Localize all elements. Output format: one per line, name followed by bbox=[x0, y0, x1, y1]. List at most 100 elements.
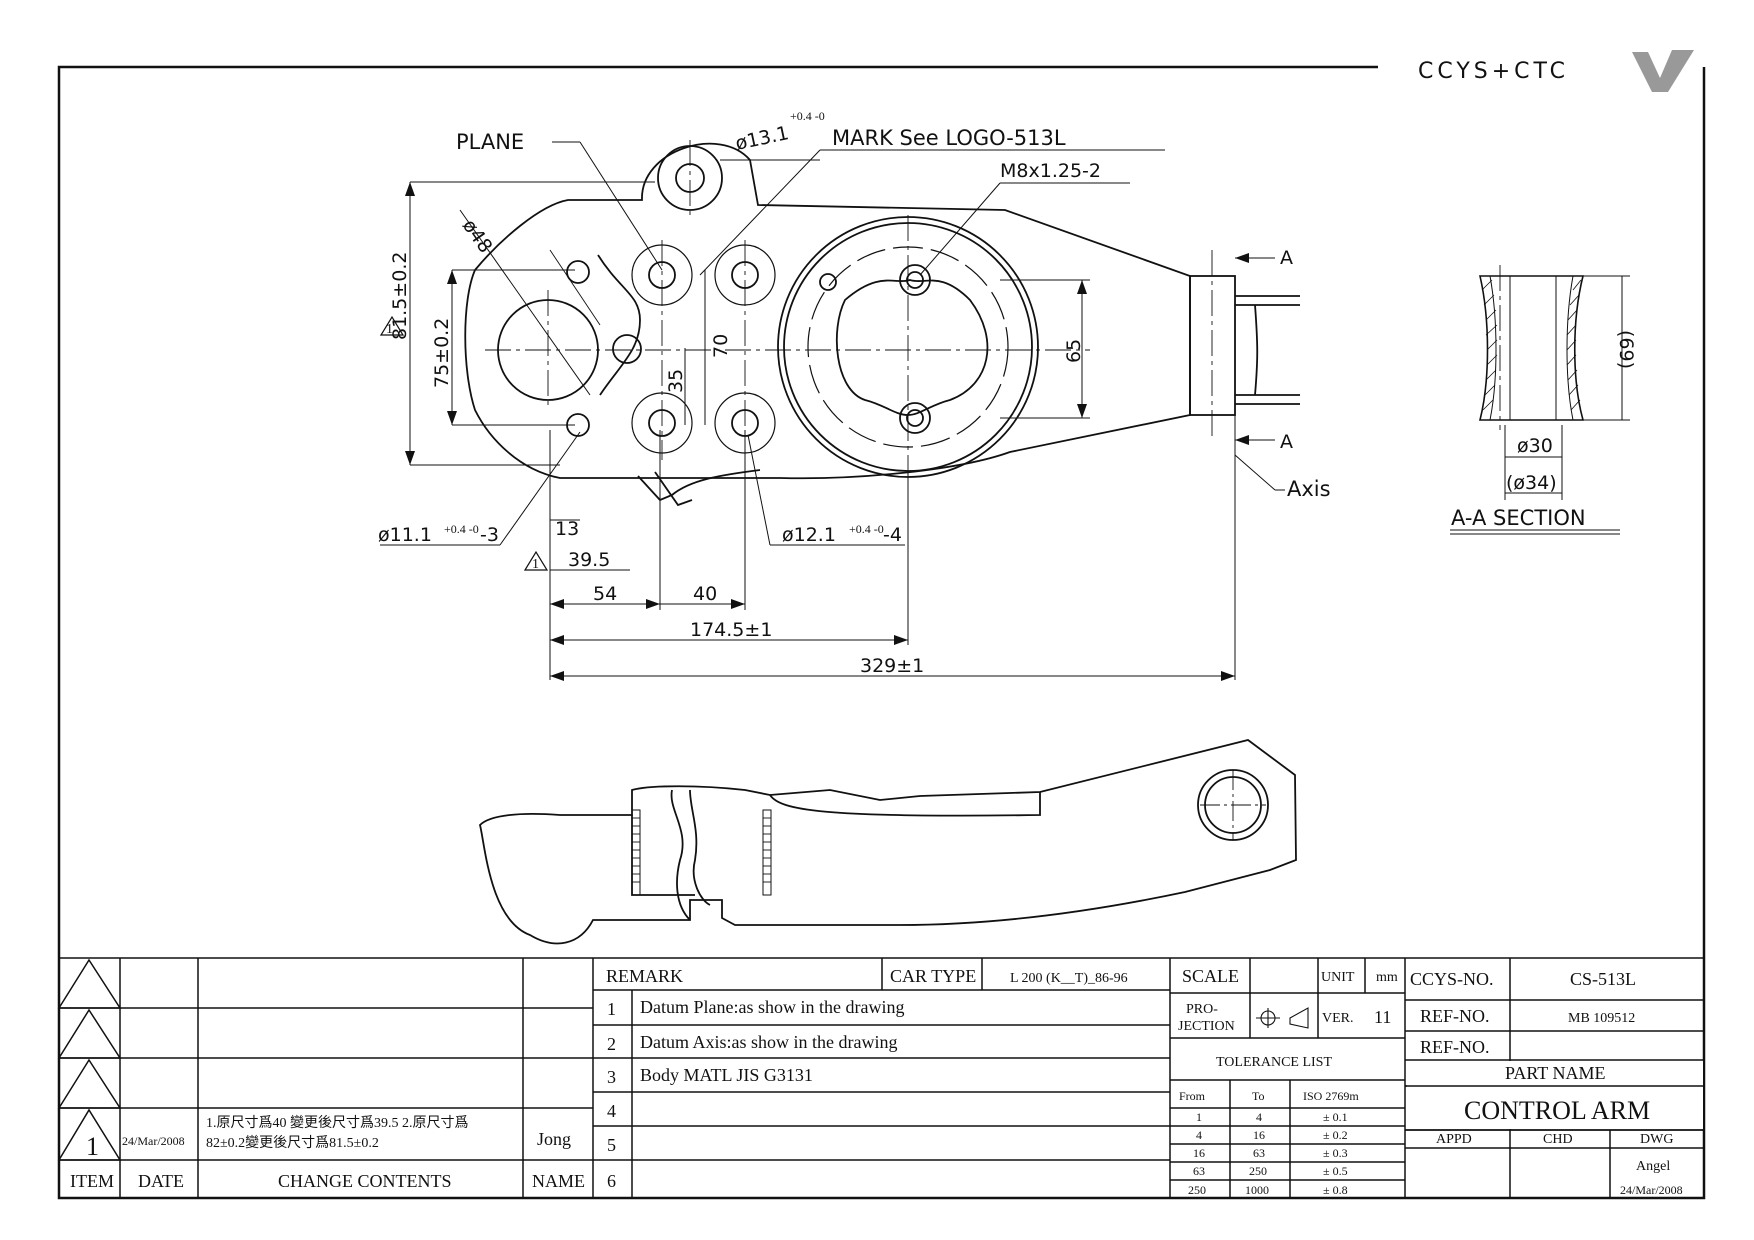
revision-item: 1 bbox=[86, 1132, 99, 1161]
tolerance-to: 16 bbox=[1253, 1128, 1265, 1142]
revision-change-line2: 82±0.2變更後尺寸爲81.5±0.2 bbox=[206, 1135, 379, 1151]
dimension-arrows bbox=[405, 182, 1249, 681]
axis-label: Axis bbox=[1287, 477, 1331, 501]
dwg-label: DWG bbox=[1640, 1132, 1673, 1147]
chd-label: CHD bbox=[1543, 1132, 1573, 1147]
header-item: ITEM bbox=[70, 1171, 114, 1191]
dimension-34: (ø34) bbox=[1506, 472, 1557, 494]
tolerance-from: 4 bbox=[1196, 1128, 1202, 1142]
tolerance-title: TOLERANCE LIST bbox=[1216, 1055, 1332, 1070]
dimension-35: 35 bbox=[665, 369, 687, 393]
tolerance-header-from: From bbox=[1179, 1089, 1206, 1103]
car-type-value: L 200 (K__T)_86-96 bbox=[1010, 971, 1128, 986]
remark-number: 1 bbox=[607, 999, 616, 1019]
revision-mark-2: 1 bbox=[532, 557, 539, 572]
section-mark-bottom: A bbox=[1280, 431, 1293, 453]
top-view-labels: PLANE MARK See LOGO-513L ø13.1 +0.4 -0 M… bbox=[378, 109, 1331, 677]
tolerance-to: 63 bbox=[1253, 1146, 1265, 1160]
dimension-39-5: 39.5 bbox=[568, 549, 610, 571]
thread-label: M8x1.25-2 bbox=[1000, 160, 1101, 182]
remark-header: REMARK bbox=[606, 966, 683, 986]
tolerance-value: ± 0.3 bbox=[1323, 1146, 1348, 1160]
remark-number: 3 bbox=[607, 1067, 616, 1087]
hole-12-quantity: -4 bbox=[883, 524, 902, 546]
tolerance-from: 250 bbox=[1188, 1183, 1206, 1197]
mark-label: MARK See LOGO-513L bbox=[832, 126, 1066, 150]
logo-text: CCYS+CTC bbox=[1418, 59, 1569, 84]
header-name: NAME bbox=[532, 1171, 585, 1191]
logo-mark-icon bbox=[1632, 50, 1694, 92]
projection-label-1: PRO- bbox=[1186, 1002, 1218, 1017]
tolerance-value: ± 0.5 bbox=[1323, 1164, 1348, 1178]
weld-beads bbox=[632, 817, 771, 883]
remark-number: 2 bbox=[607, 1034, 616, 1054]
tolerance-from: 16 bbox=[1193, 1146, 1205, 1160]
tolerance-value: ± 0.1 bbox=[1323, 1110, 1348, 1124]
dimension-174-5: 174.5±1 bbox=[690, 619, 772, 641]
tolerance-to: 4 bbox=[1256, 1110, 1262, 1124]
dimension-329: 329±1 bbox=[860, 655, 924, 677]
remark-number: 4 bbox=[607, 1101, 616, 1121]
section-mark-top: A bbox=[1280, 247, 1293, 269]
remark-text: Datum Axis:as show in the drawing bbox=[640, 1032, 897, 1052]
dimension-40: 40 bbox=[693, 583, 717, 605]
unit-value: mm bbox=[1376, 970, 1398, 985]
dimension-70: 70 bbox=[710, 334, 732, 358]
ref-no2-label: REF-NO. bbox=[1420, 1037, 1490, 1057]
header-date: DATE bbox=[138, 1171, 184, 1191]
company-logo: CCYS+CTC bbox=[1418, 50, 1694, 92]
dimension-13: 13 bbox=[555, 518, 579, 540]
remarks-table: REMARK CAR TYPE L 200 (K__T)_86-96 1 Dat… bbox=[606, 966, 1128, 1191]
tolerance-from: 1 bbox=[1196, 1110, 1202, 1124]
revision-name: Jong bbox=[537, 1129, 571, 1149]
hole-11-tolerance: +0.4 -0 bbox=[444, 522, 479, 536]
dwg-date: 24/Mar/2008 bbox=[1620, 1183, 1683, 1197]
plane-label: PLANE bbox=[456, 130, 524, 154]
revision-table: ITEM DATE CHANGE CONTENTS NAME 1 24/Mar/… bbox=[70, 1115, 585, 1191]
hole-12-tolerance: +0.4 -0 bbox=[849, 522, 884, 536]
ref-no-value: MB 109512 bbox=[1568, 1011, 1635, 1026]
scale-label: SCALE bbox=[1182, 966, 1239, 986]
car-type-label: CAR TYPE bbox=[890, 966, 976, 986]
hole-top-tolerance: +0.4 -0 bbox=[790, 109, 825, 123]
part-name-label: PART NAME bbox=[1505, 1063, 1605, 1083]
part-name-value: CONTROL ARM bbox=[1464, 1096, 1650, 1125]
dimension-30: ø30 bbox=[1517, 435, 1553, 457]
title-block-grid bbox=[57, 957, 1704, 1198]
dimension-54: 54 bbox=[593, 583, 617, 605]
section-labels: (69) ø30 (ø34) A-A SECTION bbox=[1451, 330, 1637, 530]
tolerance-value: ± 0.8 bbox=[1323, 1183, 1348, 1197]
tolerance-header-iso: ISO 2769m bbox=[1303, 1089, 1359, 1103]
ref-no-label: REF-NO. bbox=[1420, 1006, 1490, 1026]
tolerance-value: ± 0.2 bbox=[1323, 1128, 1348, 1142]
dimension-65: 65 bbox=[1063, 339, 1085, 363]
header-change-contents: CHANGE CONTENTS bbox=[278, 1171, 452, 1191]
ccys-no-label: CCYS-NO. bbox=[1410, 969, 1494, 989]
dimension-81-5: 81.5±0.2 bbox=[389, 252, 411, 340]
tolerance-header-to: To bbox=[1252, 1089, 1265, 1103]
hole-11-dimension: ø11.1 bbox=[378, 524, 432, 546]
ccys-no-value: CS-513L bbox=[1570, 969, 1636, 989]
remark-text: Datum Plane:as show in the drawing bbox=[640, 997, 904, 1017]
remark-text: Body MATL JIS G3131 bbox=[640, 1065, 813, 1085]
remark-number: 5 bbox=[607, 1135, 616, 1155]
revision-mark-1: 1 bbox=[386, 322, 393, 337]
tolerance-from: 63 bbox=[1193, 1164, 1205, 1178]
dimension-75: 75±0.2 bbox=[431, 318, 453, 388]
revision-date: 24/Mar/2008 bbox=[122, 1134, 185, 1148]
hole-11-quantity: -3 bbox=[480, 524, 499, 546]
unit-label: UNIT bbox=[1321, 970, 1355, 985]
sheet-border bbox=[57, 65, 1706, 1200]
appd-label: APPD bbox=[1436, 1132, 1472, 1147]
version-value: 11 bbox=[1374, 1007, 1391, 1027]
section-view bbox=[1450, 275, 1630, 535]
dimension-69: (69) bbox=[1615, 330, 1637, 369]
revision-triangle-icons bbox=[379, 315, 549, 571]
tolerance-to: 250 bbox=[1249, 1164, 1267, 1178]
hole-12-dimension: ø12.1 bbox=[782, 524, 836, 546]
version-label: VER. bbox=[1322, 1011, 1354, 1026]
remark-number: 6 bbox=[607, 1171, 616, 1191]
projection-symbol-icon bbox=[1256, 1007, 1309, 1029]
section-title: A-A SECTION bbox=[1451, 506, 1586, 530]
